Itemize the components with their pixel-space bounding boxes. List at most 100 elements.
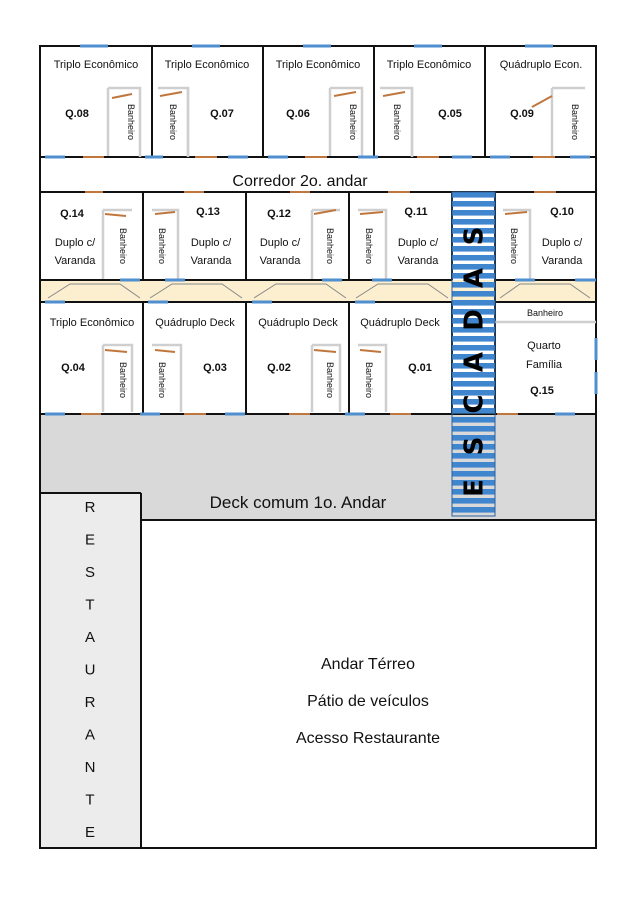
room-number: Q.07 (210, 108, 234, 120)
room-type: Triplo Econômico (276, 59, 361, 71)
bathroom-label: Banheiro (126, 104, 136, 140)
ground-line1: Andar Térreo (321, 656, 415, 673)
stair-step (452, 435, 495, 441)
restaurant-letter: U (85, 662, 96, 679)
stair-step (452, 390, 495, 396)
room-type-line2: Varanda (542, 255, 584, 267)
room-q06[interactable]: Triplo Econômico Q.06 Banheiro (276, 59, 361, 140)
room-q07[interactable]: Triplo Econômico Q.07 Banheiro (165, 59, 250, 140)
room-number: Q.10 (550, 206, 574, 218)
stair-step (452, 498, 495, 504)
bathroom-label: Banheiro (157, 228, 167, 264)
room-type-line1: Duplo c/ (542, 237, 583, 249)
stairs-letter: A (460, 352, 490, 372)
bathroom-label: Banheiro (325, 362, 335, 398)
room-q04[interactable]: Triplo Econômico Q.04 Banheiro (50, 317, 135, 398)
room-type-line1: Quarto (527, 340, 561, 352)
room-q14[interactable]: Q.14 Duplo c/ Varanda Banheiro (55, 208, 128, 267)
room-q10[interactable]: Q.10 Duplo c/ Varanda Banheiro (509, 206, 583, 267)
room-q09[interactable]: Quádruplo Econ. Q.09 Banheiro (500, 59, 583, 140)
restaurant-letter: E (85, 532, 95, 549)
bathroom-label: Banheiro (168, 104, 178, 140)
stairs: E S C A D A S (451, 191, 496, 517)
room-q11[interactable]: Q.11 Duplo c/ Varanda Banheiro (364, 206, 439, 267)
stair-step (452, 273, 495, 279)
stair-step (452, 444, 495, 450)
room-type-line1: Duplo c/ (260, 237, 301, 249)
room-type-line2: Família (526, 359, 563, 371)
stair-step (452, 372, 495, 378)
room-q03[interactable]: Quádruplo Deck Q.03 Banheiro (155, 317, 235, 398)
room-type: Quádruplo Deck (258, 317, 338, 329)
room-type-line1: Duplo c/ (55, 237, 96, 249)
ground-line3: Acesso Restaurante (296, 730, 440, 747)
stair-step (452, 462, 495, 468)
room-q08[interactable]: Triplo Econômico Q.08 Banheiro (54, 59, 139, 140)
bathroom-label: Banheiro (364, 228, 374, 264)
stairs-letter: D (460, 309, 490, 331)
stairs-letter: C (460, 394, 490, 413)
restaurant-letter: N (85, 759, 96, 776)
stair-step (452, 210, 495, 216)
stairs-letter: E (460, 479, 490, 497)
room-type: Triplo Econômico (50, 317, 135, 329)
room-number: Q.11 (404, 206, 427, 218)
room-type-line2: Varanda (55, 255, 97, 267)
stair-step (452, 489, 495, 495)
stair-step (452, 201, 495, 207)
bathroom-walls (101, 86, 596, 412)
restaurant-area (40, 493, 141, 848)
restaurant-letter: R (85, 694, 96, 711)
room-type-line1: Duplo c/ (398, 237, 439, 249)
room-q02[interactable]: Quádruplo Deck Q.02 Banheiro (258, 317, 338, 398)
stair-step (452, 318, 495, 324)
stair-step (452, 228, 495, 234)
room-q05[interactable]: Triplo Econômico Q.05 Banheiro (387, 59, 472, 140)
room-number: Q.01 (408, 362, 432, 374)
stair-step (452, 237, 495, 243)
stair-step (452, 246, 495, 252)
stair-step (452, 363, 495, 369)
restaurant-letter: S (85, 564, 95, 581)
stair-step (452, 507, 495, 513)
ground-area (141, 520, 596, 848)
room-type: Triplo Econômico (165, 59, 250, 71)
bathroom-label: Banheiro (325, 228, 335, 264)
stair-step (452, 471, 495, 477)
stair-step (452, 417, 495, 423)
ground-floor-label: Andar Térreo Pátio de veículos Acesso Re… (296, 656, 440, 747)
stairs-letter: S (460, 227, 490, 246)
room-q01[interactable]: Quádruplo Deck Q.01 Banheiro (360, 317, 440, 398)
balcony-rails (47, 283, 591, 299)
room-q15[interactable]: Banheiro Quarto Família Q.15 (526, 308, 563, 397)
stair-step (452, 345, 495, 351)
stair-step (452, 192, 495, 198)
room-type: Triplo Econômico (54, 59, 139, 71)
stair-step (452, 480, 495, 486)
stair-step (452, 282, 495, 288)
room-number: Q.15 (530, 385, 554, 397)
room-type: Quádruplo Deck (360, 317, 440, 329)
bathroom-label: Banheiro (392, 104, 402, 140)
room-number: Q.14 (60, 208, 85, 220)
bathroom-label: Banheiro (157, 362, 167, 398)
room-type-line1: Duplo c/ (191, 237, 232, 249)
stairs-letter: A (460, 268, 490, 288)
room-type: Triplo Econômico (387, 59, 472, 71)
room-q12[interactable]: Q.12 Duplo c/ Varanda Banheiro (260, 208, 335, 267)
bathroom-label: Banheiro (118, 362, 128, 398)
room-type-line2: Varanda (260, 255, 302, 267)
restaurant-letter: A (85, 629, 95, 646)
stairs-frame (451, 191, 496, 517)
room-type: Quádruplo Econ. (500, 59, 583, 71)
restaurant-letter: T (85, 792, 94, 809)
stair-step (452, 381, 495, 387)
room-number: Q.08 (65, 108, 89, 120)
restaurant-letter: E (85, 824, 95, 841)
ground-line2: Pátio de veículos (307, 693, 429, 710)
room-number: Q.06 (286, 108, 310, 120)
room-q13[interactable]: Q.13 Duplo c/ Varanda Banheiro (157, 206, 232, 267)
stairs-letter: S (460, 437, 490, 456)
